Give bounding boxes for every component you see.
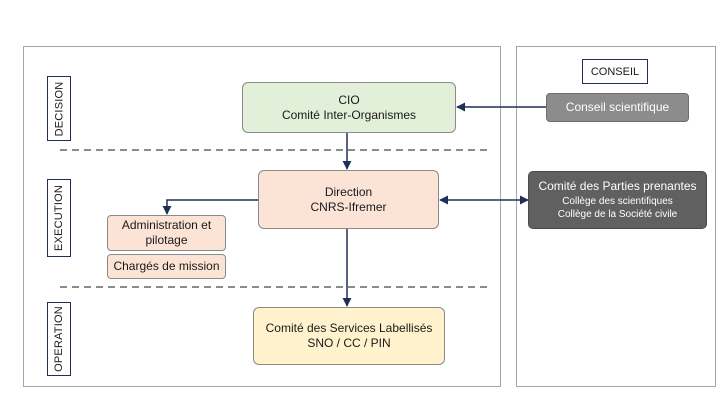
parties-prenantes-college-1: Collège des scientifiques	[562, 195, 673, 207]
missions-box: Chargés de mission	[107, 254, 226, 279]
services-title: Comité des Services Labellisés	[265, 321, 433, 335]
cio-box: CIO Comité Inter-Organismes	[242, 82, 456, 133]
direction-box: Direction CNRS-Ifremer	[258, 170, 439, 229]
administration-line1: Administration et	[121, 218, 212, 232]
direction-subtitle: CNRS-Ifremer	[310, 199, 387, 214]
administration-line2: pilotage	[145, 233, 188, 247]
conseil-scientifique-box: Conseil scientifique	[546, 93, 689, 122]
parties-prenantes-box: Comité des Parties prenantes Collège des…	[528, 171, 707, 229]
conseil-label-text: CONSEIL	[590, 65, 640, 78]
cio-subtitle: Comité Inter-Organismes	[281, 107, 417, 122]
cio-title: CIO	[338, 92, 360, 107]
direction-to-admin-arrow	[162, 199, 258, 215]
services-box: Comité des Services Labellisés SNO / CC …	[253, 307, 445, 365]
missions-label: Chargés de mission	[113, 259, 220, 273]
administration-box: Administration et pilotage	[107, 215, 226, 251]
conseil-scientifique-label: Conseil scientifique	[565, 100, 670, 114]
services-subtitle: SNO / CC / PIN	[307, 336, 391, 350]
conseil-section-label: CONSEIL	[582, 59, 648, 84]
operation-section-label: OPERATION	[47, 302, 71, 376]
parties-prenantes-title: Comité des Parties prenantes	[538, 178, 697, 193]
parties-prenantes-college-2: Collège de la Société civile	[557, 208, 678, 220]
decision-section-label: DECISION	[47, 76, 71, 141]
execution-section-label: EXECUTION	[47, 179, 71, 257]
direction-title: Direction	[324, 184, 373, 199]
